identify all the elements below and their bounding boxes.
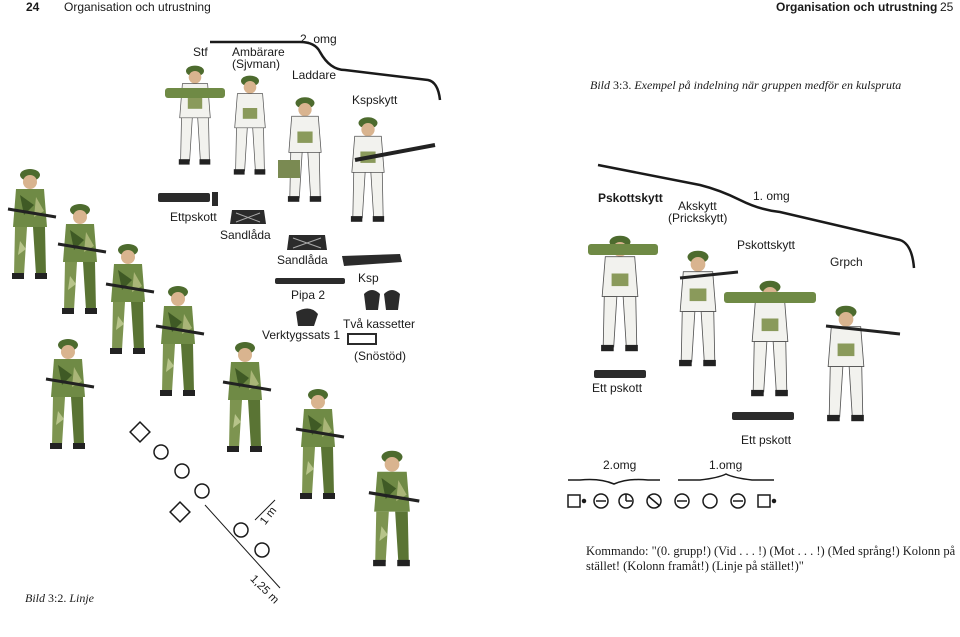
label-snostod: (Snöstöd) — [354, 349, 407, 363]
launcher-1 — [588, 244, 658, 255]
soldier-line-6 — [221, 340, 273, 454]
dim-line-125m — [204, 504, 281, 589]
machine-gun — [354, 143, 436, 162]
rifle-grpch — [825, 324, 901, 336]
label-ambarare: Ambärare — [232, 45, 285, 59]
ammo-box — [278, 160, 300, 178]
dim-line-1m — [254, 499, 276, 521]
caption-3-2-label: Bild — [25, 591, 45, 605]
soldier-stf — [178, 65, 211, 166]
caption-3-3-text: Exempel på indelning när gruppen medför … — [634, 78, 902, 92]
label-verktygssats: Verktygssats 1 — [262, 328, 341, 342]
label-pipa2: Pipa 2 — [291, 288, 326, 302]
caption-3-3-label: Bild — [590, 78, 610, 92]
formation-symbols — [129, 421, 270, 558]
label-sjvman: (Sjvman) — [232, 57, 281, 71]
right-running-title: Organisation och utrustning — [776, 0, 938, 14]
label-stf: Stf — [193, 45, 208, 59]
command-line-2: stället! (Kolonn framåt!) (Linje på stäl… — [586, 559, 804, 573]
soldier-line-1 — [6, 167, 58, 281]
soldier-kspskytt — [350, 116, 385, 223]
symbol-label-omg1: 1.omg — [709, 458, 743, 472]
caption-3-2-text: Linje — [69, 591, 95, 605]
left-page-number: 24 — [26, 0, 40, 14]
soldier-akskytt — [678, 250, 717, 367]
label-laddare: Laddare — [292, 68, 337, 82]
command-text: Kommando: "(0. grupp!) (Vid . . . !) (Mo… — [586, 544, 955, 574]
label-omg1: 1. omg — [753, 189, 790, 203]
caption-bild-3-3: Bild 3:3. Exempel på indelning när grupp… — [590, 78, 901, 93]
rifle-akskytt — [679, 270, 739, 280]
soldier-laddare — [287, 96, 322, 203]
symbol-label-omg2: 2.omg — [603, 458, 637, 472]
equipment-snostod — [347, 333, 377, 345]
soldier-line-7 — [294, 387, 346, 501]
soldier-line-5 — [44, 337, 96, 451]
left-running-title: Organisation och utrustning — [64, 0, 211, 14]
soldier-line-3 — [104, 242, 156, 356]
label-ett-pskott-1: Ett pskott — [592, 381, 643, 395]
ground-pskott-2 — [732, 412, 794, 420]
command-line-1: Kommando: "(0. grupp!) (Vid . . . !) (Mo… — [586, 544, 956, 558]
caption-3-3-number: 3:3. — [613, 78, 632, 92]
equipment-verktygssats — [296, 308, 318, 326]
tactical-symbols — [567, 493, 777, 509]
omg2-brace — [210, 40, 442, 101]
equipment-ettpskott — [158, 192, 218, 206]
launcher-2 — [724, 292, 816, 303]
label-prickskytt: (Prickskytt) — [668, 211, 728, 225]
soldier-line-8 — [367, 449, 421, 568]
label-sandlada-1: Sandlåda — [220, 228, 271, 242]
label-ksp: Ksp — [358, 271, 379, 285]
caption-3-2-number: 3:2. — [48, 591, 67, 605]
caption-bild-3-2: Bild 3:2. Linje — [25, 591, 94, 606]
label-pskottskytt-top: Pskottskytt — [598, 191, 663, 205]
right-page-number: 25 — [940, 0, 954, 14]
omg1-brace — [597, 163, 916, 269]
equipment-pipa — [275, 278, 345, 284]
equipment-sandlada-2 — [287, 235, 327, 250]
soldier-ambarare — [233, 75, 266, 176]
label-kspskytt: Kspskytt — [352, 93, 398, 107]
label-ett-pskott-2: Ett pskott — [741, 433, 792, 447]
equipment-ksp — [342, 254, 402, 266]
launcher-stf — [165, 88, 225, 98]
label-omg2: 2. omg — [300, 32, 337, 46]
label-akskytt: Akskytt — [678, 199, 717, 213]
soldier-line-2 — [56, 202, 108, 316]
label-ettpskott: Ettpskott — [170, 210, 217, 224]
label-tva-kassetter: Två kassetter — [343, 317, 416, 331]
symbol-brace-omg1 — [678, 473, 774, 481]
label-pskottskytt: Pskottskytt — [737, 238, 796, 252]
symbol-brace-omg2 — [568, 478, 660, 485]
label-grpch: Grpch — [830, 255, 863, 269]
equipment-kassetter — [364, 290, 400, 310]
soldier-line-4 — [154, 284, 206, 398]
equipment-sandlada-1 — [230, 210, 266, 224]
soldier-grpch — [826, 305, 865, 422]
label-sandlada-2: Sandlåda — [277, 253, 328, 267]
ground-pskott-1 — [594, 370, 646, 378]
